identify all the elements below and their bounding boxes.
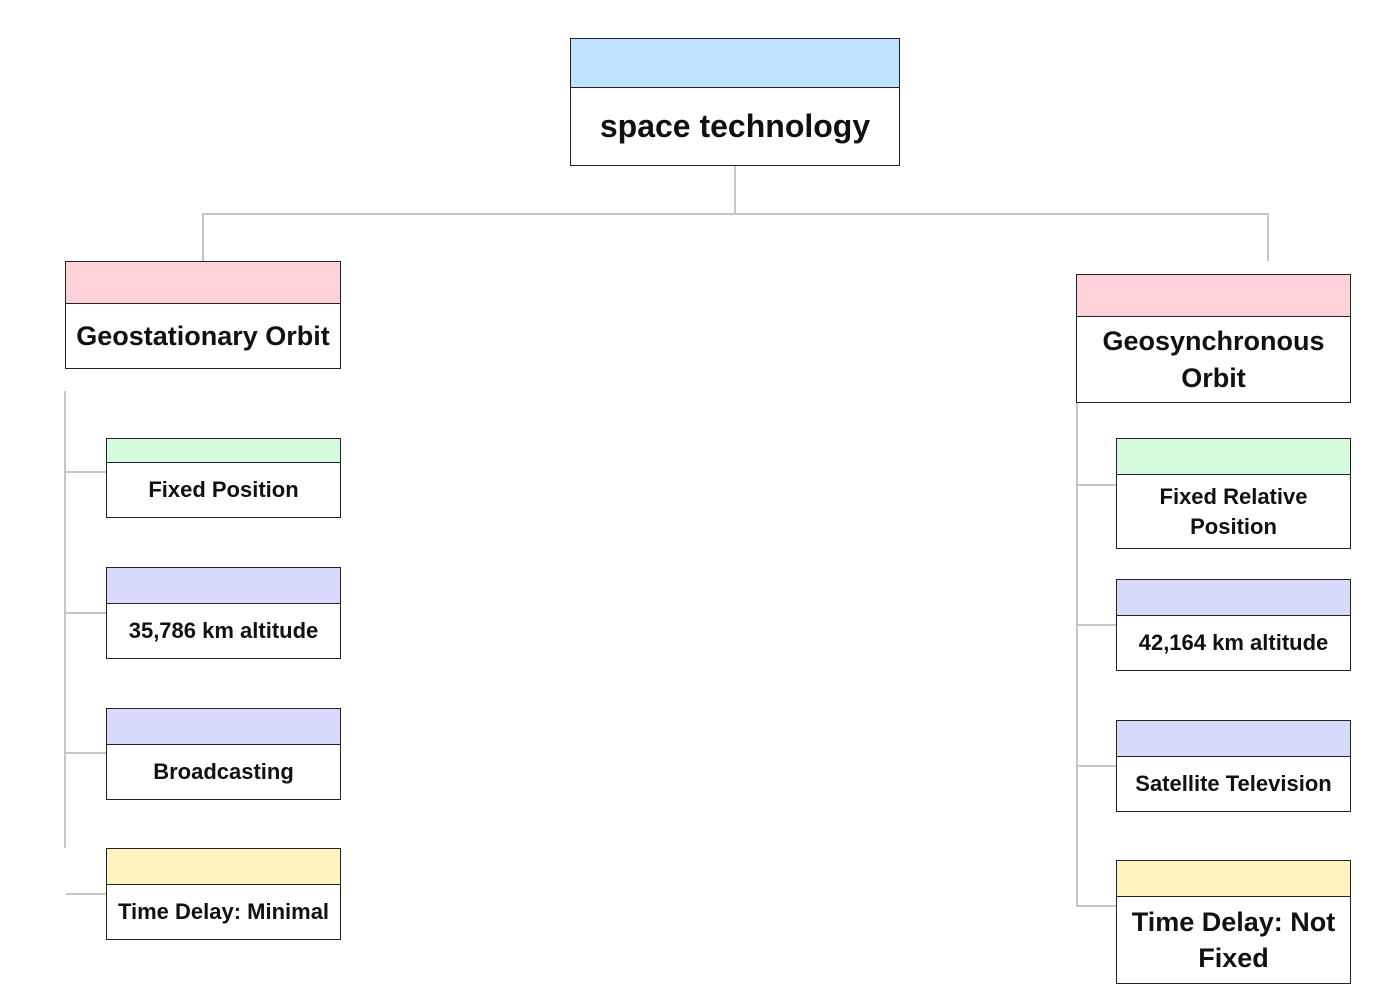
left-children-spine: [64, 391, 66, 848]
left-child-4-connector: [66, 893, 107, 895]
right-branch-node[interactable]: Geosynchronous Orbit: [1076, 274, 1351, 403]
right-child-2-band: [1117, 580, 1350, 616]
right-child-1-node[interactable]: Fixed Relative Position: [1116, 438, 1351, 549]
right-child-4-label: Time Delay: Not Fixed: [1131, 906, 1336, 973]
left-child-2-label: 35,786 km altitude: [128, 618, 319, 644]
left-child-2-node[interactable]: 35,786 km altitude: [106, 567, 341, 659]
left-child-3-connector: [66, 752, 107, 754]
left-child-1-node[interactable]: Fixed Position: [106, 438, 341, 518]
left-child-1-connector: [66, 471, 107, 473]
right-child-3-connector: [1077, 765, 1117, 767]
left-child-2-band: [107, 568, 340, 604]
left-child-4-label: Time Delay: Minimal: [117, 899, 330, 925]
right-branch-label: Geosynchronous Orbit: [1102, 326, 1325, 393]
left-branch-drop-line: [202, 213, 204, 262]
right-child-3-label: Satellite Television: [1135, 771, 1332, 797]
left-child-4-node[interactable]: Time Delay: Minimal: [106, 848, 341, 940]
right-child-1-band: [1117, 439, 1350, 475]
left-branch-band: [66, 262, 340, 304]
left-child-3-band: [107, 709, 340, 745]
root-stem-line: [734, 165, 736, 214]
left-branch-label: Geostationary Orbit: [76, 320, 330, 351]
right-child-4-band: [1117, 861, 1350, 897]
right-child-2-connector: [1077, 624, 1117, 626]
right-child-4-node[interactable]: Time Delay: Not Fixed: [1116, 860, 1351, 984]
left-child-2-connector: [66, 612, 107, 614]
left-child-1-label: Fixed Position: [148, 477, 299, 503]
root-node[interactable]: space technology: [570, 38, 900, 166]
right-child-2-label: 42,164 km altitude: [1138, 630, 1329, 656]
root-node-label: space technology: [599, 107, 871, 144]
left-child-4-band: [107, 849, 340, 885]
left-child-3-node[interactable]: Broadcasting: [106, 708, 341, 800]
right-child-3-band: [1117, 721, 1350, 757]
right-child-4-connector: [1077, 905, 1117, 907]
left-child-1-band: [107, 439, 340, 463]
right-child-2-node[interactable]: 42,164 km altitude: [1116, 579, 1351, 671]
right-child-1-label: Fixed Relative Position: [1159, 483, 1308, 539]
branch-horizontal-line: [202, 213, 1269, 215]
left-branch-node[interactable]: Geostationary Orbit: [65, 261, 341, 369]
right-child-1-connector: [1077, 484, 1117, 486]
left-child-3-label: Broadcasting: [153, 759, 294, 785]
right-child-3-node[interactable]: Satellite Television: [1116, 720, 1351, 812]
right-children-spine: [1076, 402, 1078, 907]
right-branch-drop-line: [1267, 213, 1269, 261]
root-node-band: [571, 39, 899, 88]
right-branch-band: [1077, 275, 1350, 317]
